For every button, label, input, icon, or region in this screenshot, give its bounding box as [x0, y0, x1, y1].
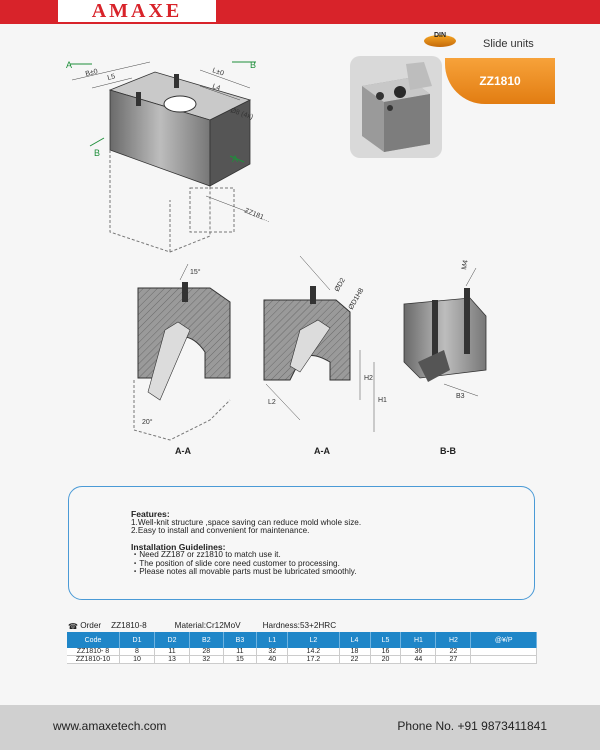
- table-header: L1: [256, 632, 289, 648]
- slide-unit-photo-icon: [362, 62, 432, 152]
- features-text: Features: 1.Well-knit structure ,space s…: [131, 510, 361, 577]
- phone-number: Phone No. +91 9873411841: [397, 719, 547, 733]
- order-code: ZZ1810-8: [111, 621, 147, 630]
- din-badge-icon: DIN: [424, 32, 456, 47]
- section-bb-drawing: [403, 267, 487, 397]
- product-photo: [350, 56, 442, 158]
- table-cell: 16: [370, 648, 402, 656]
- table-cell: 32: [189, 655, 224, 664]
- table-header: H2: [435, 632, 472, 648]
- table-cell: 27: [435, 655, 472, 664]
- table-header: Code: [67, 632, 120, 648]
- table-cell: 14.2: [287, 648, 340, 656]
- dim-l4: L4: [211, 83, 221, 92]
- table-cell: 13: [154, 655, 190, 664]
- table-cell: 44: [400, 655, 437, 664]
- features-line: 2.Easy to install and convenient for mai…: [131, 526, 310, 535]
- callout-a2: A: [232, 154, 238, 164]
- dim-ltol: L±0: [211, 67, 224, 77]
- callout-a1: A: [66, 60, 72, 70]
- table-cell: 17.2: [287, 655, 340, 664]
- table-cell: 11: [223, 648, 258, 656]
- website-link[interactable]: www.amaxetech.com: [53, 719, 167, 733]
- order-label: Order: [80, 621, 102, 630]
- dim-ref: ZZ181…: [243, 207, 271, 224]
- table-cell: 28: [189, 648, 224, 656]
- dim-h2: H2: [364, 375, 373, 382]
- table-cell: 32: [256, 648, 289, 656]
- table-row: ZZ1810- 8 8 11 28 11 32 14.2 18 16 36 22: [67, 648, 537, 656]
- technical-drawing: A B B A B±0 L5 L±0 L4 Ø8 (4x) ZZ181… 15°…: [66, 60, 487, 441]
- dim-angle2: 20°: [142, 418, 153, 426]
- table-cell: 10: [119, 655, 155, 664]
- table-cell: ZZ1810-10: [67, 655, 120, 664]
- callout-b2: B: [94, 148, 100, 158]
- table-header: D1: [119, 632, 155, 648]
- table-cell: 18: [339, 648, 371, 656]
- table-cell: 22: [339, 655, 371, 664]
- section-aa-left-drawing: [133, 263, 231, 441]
- caption-aa-left: A-A: [175, 446, 191, 456]
- section-title: Slide units: [483, 38, 534, 50]
- order-hardness: Hardness:53+2HRC: [262, 621, 337, 630]
- footer-bar: www.amaxetech.com Phone No. +91 98734118…: [0, 705, 600, 750]
- table-header: B3: [223, 632, 258, 648]
- callout-b1: B: [250, 60, 256, 70]
- table-header: D2: [154, 632, 190, 648]
- table-cell: [470, 648, 537, 656]
- dim-d2: ØD2: [334, 277, 347, 293]
- table-cell: ZZ1810- 8: [67, 648, 120, 656]
- table-cell: 11: [154, 648, 190, 656]
- features-line: 1.Well-knit structure ,space saving can …: [131, 517, 362, 527]
- table-cell: 15: [223, 655, 258, 664]
- installation-title: Installation Guidelines:: [131, 541, 226, 552]
- table-header: L4: [339, 632, 371, 648]
- dim-l5: L5: [107, 73, 116, 82]
- table-header: B2: [189, 632, 224, 648]
- dim-l2: L2: [268, 399, 276, 406]
- dimension-lines: [71, 61, 251, 213]
- table-cell: 36: [400, 648, 437, 656]
- installation-line: ・Need ZZ187 or zz1810 to match use it.: [131, 550, 281, 559]
- order-material: Material:Cr12MoV: [174, 621, 241, 630]
- table-header: L2: [287, 632, 340, 648]
- table-cell: 20: [370, 655, 402, 664]
- features-title: Features:: [131, 509, 170, 519]
- dim-m4: M4: [461, 259, 470, 270]
- table-header: @¥/P: [470, 632, 537, 648]
- section-arrows: [70, 61, 256, 163]
- amaxe-logo[interactable]: AMAXE: [58, 0, 216, 22]
- table-header: L5: [370, 632, 402, 648]
- product-code-tab: ZZ1810: [445, 58, 555, 104]
- table-cell: 22: [435, 648, 472, 656]
- logo-text: AMAXE: [91, 0, 183, 22]
- dim-angle: 15°: [190, 268, 201, 276]
- spec-table: Code D1 D2 B2 B3 L1 L2 L4 L5 H1 H2 @¥/P …: [67, 632, 537, 664]
- table-row: ZZ1810-10 10 13 32 15 40 17.2 22 20 44 2…: [67, 655, 537, 664]
- installation-line: ・The position of slide core need custome…: [131, 558, 340, 568]
- dim-b: B±0: [85, 68, 99, 78]
- dim-b3: B3: [456, 393, 465, 400]
- order-line: ☎ Order ZZ1810-8 Material:Cr12MoV Hardne…: [68, 621, 336, 631]
- main-block-drawing: [108, 71, 252, 253]
- caption-bb: B-B: [440, 446, 456, 456]
- features-box: Features: 1.Well-knit structure ,space s…: [68, 486, 535, 600]
- table-cell: 8: [119, 648, 155, 656]
- table-header: H1: [400, 632, 437, 648]
- dim-h1: H1: [378, 397, 387, 404]
- caption-aa-middle: A-A: [314, 446, 330, 456]
- installation-line: ・Please notes all movable parts must be …: [131, 567, 357, 576]
- phone-icon: ☎: [68, 622, 79, 631]
- dim-d1: ØD1H8: [348, 287, 366, 311]
- section-aa-middle-drawing: [263, 255, 375, 432]
- table-cell: 40: [256, 655, 289, 664]
- table-header-row: Code D1 D2 B2 B3 L1 L2 L4 L5 H1 H2 @¥/P: [67, 632, 537, 648]
- table-cell: [470, 655, 537, 664]
